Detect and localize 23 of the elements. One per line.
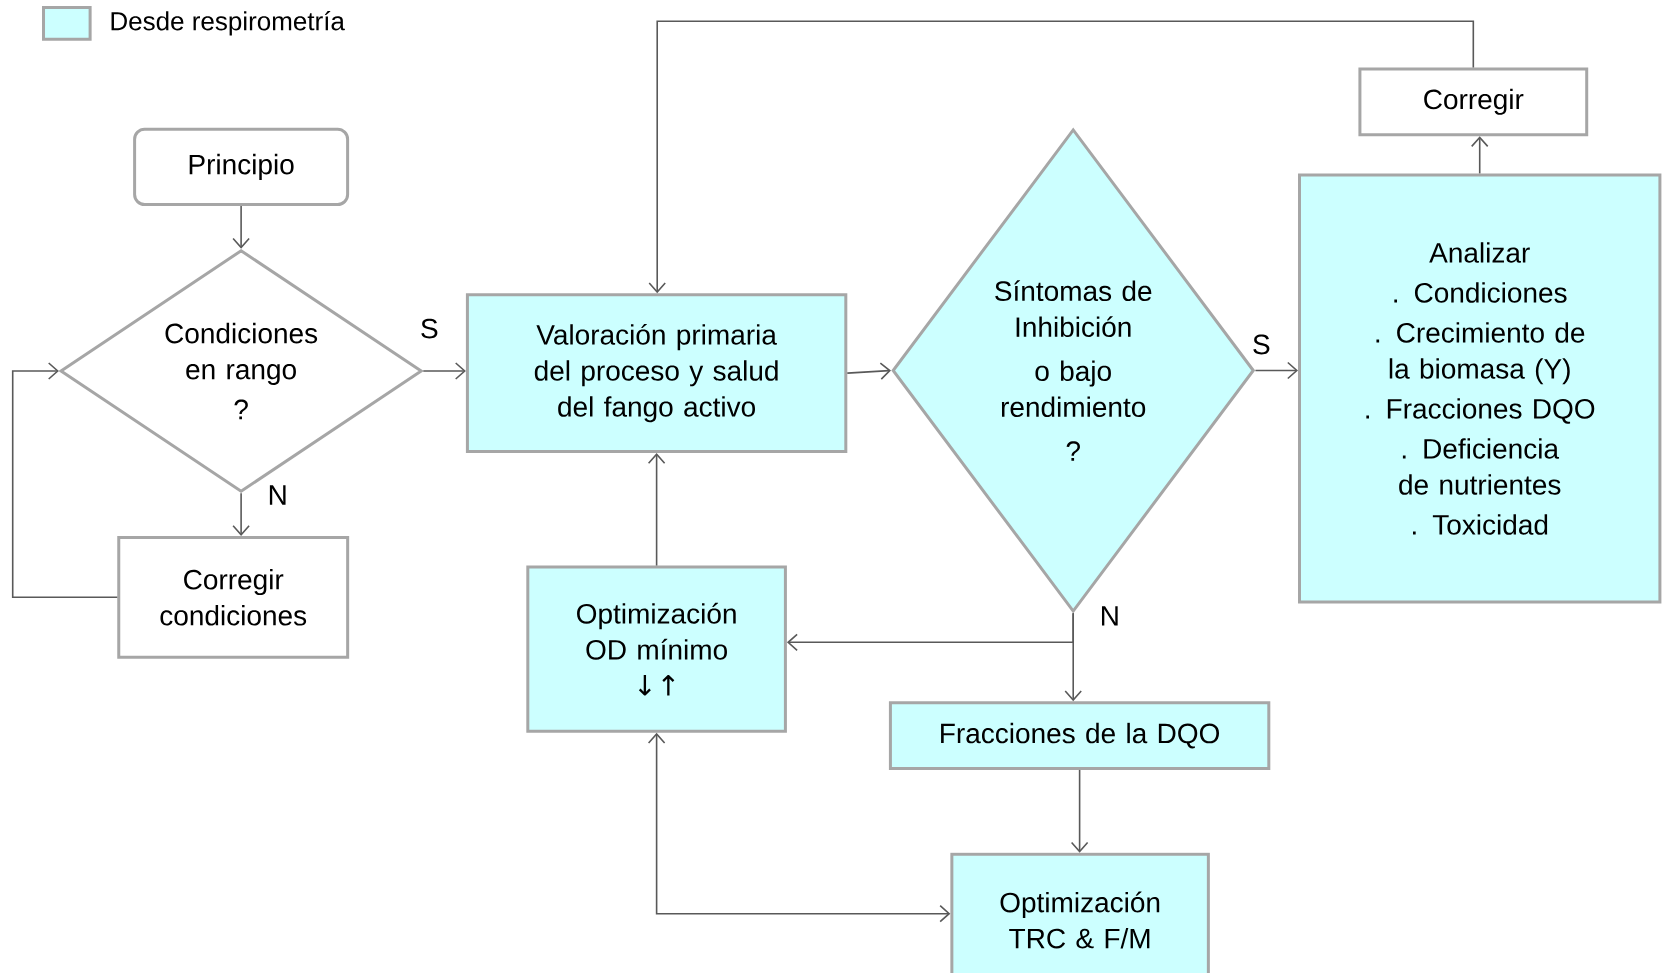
- arrow: [1470, 136, 1489, 175]
- process-box: Corregir: [1358, 67, 1589, 137]
- arrow: [1254, 361, 1298, 380]
- arrow: [232, 205, 250, 249]
- start-box: Principio: [133, 127, 350, 207]
- edge-label: S: [421, 318, 438, 339]
- arrow: [647, 732, 951, 923]
- arrow: [647, 453, 666, 567]
- process-box: Fracciones de la DQO: [888, 701, 1271, 770]
- arrow: [846, 362, 891, 380]
- arrow: [422, 362, 466, 380]
- arrow: [1064, 612, 1082, 702]
- edge-label: S: [1253, 334, 1270, 355]
- process-box: Valoración primaria del proceso y salud del fango activo: [465, 293, 848, 454]
- legend-label: Desde respirometría: [111, 11, 345, 36]
- process-box: Analizar . Condiciones . Crecimiento de la biomasa (Y) . Fracciones DQO . Deficiencia de nutrientes . Toxicidad: [1298, 173, 1662, 604]
- arrow: [232, 492, 250, 536]
- process-box: Corregir condiciones: [117, 535, 350, 659]
- process-box: Optimización OD mínimo ↓↑: [526, 565, 787, 733]
- arrow: [11, 362, 119, 599]
- process-box: Optimización TRC & F/M: [950, 852, 1210, 973]
- arrow: [1070, 769, 1089, 853]
- arrow: [648, 20, 1475, 294]
